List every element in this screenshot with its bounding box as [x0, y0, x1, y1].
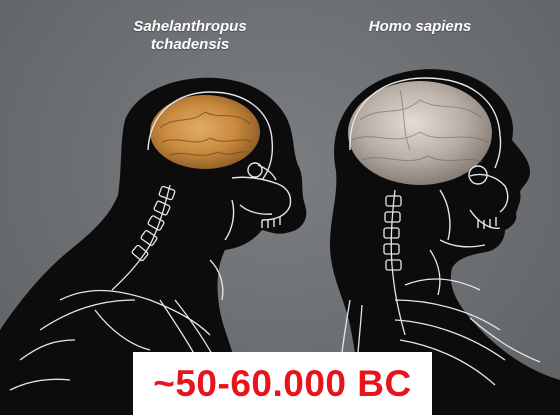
species-label-name: Homo sapiens	[345, 18, 495, 36]
sahelanthropus-brain	[150, 95, 260, 169]
date-caption-text: ~50-60.000 BC	[153, 363, 411, 405]
species-label-homo-sapiens: Homo sapiens	[345, 18, 495, 36]
species-label-sahelanthropus: Sahelanthropus tchadensis	[95, 18, 285, 54]
species-label-line2: tchadensis	[95, 36, 285, 54]
species-label-line1: Sahelanthropus	[95, 18, 285, 36]
date-caption-box: ~50-60.000 BC	[133, 352, 432, 415]
